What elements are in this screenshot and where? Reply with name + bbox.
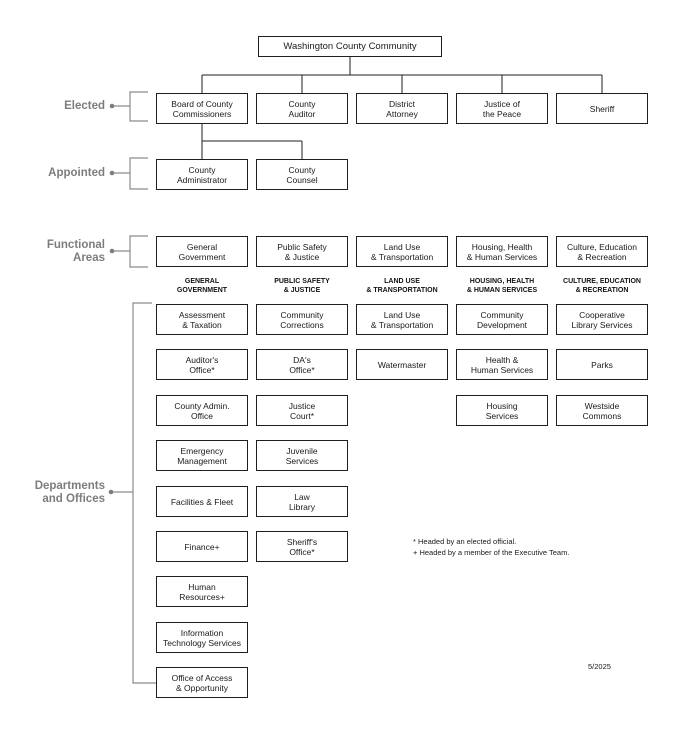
org-box-county-counsel: County Counsel: [256, 159, 348, 190]
org-box-parks: Parks: [556, 349, 648, 380]
org-box-county-administrator: County Administrator: [156, 159, 248, 190]
functional-areas-dot: [109, 248, 115, 254]
org-box-assessment-taxation: Assessment & Taxation: [156, 304, 248, 335]
footnotes: * Headed by an elected official. + Heade…: [413, 536, 569, 558]
org-box-county-auditor: County Auditor: [256, 93, 348, 124]
org-box-sheriff-s-office: Sheriff's Office*: [256, 531, 348, 562]
footnote-executive-team: + Headed by a member of the Executive Te…: [413, 548, 570, 557]
org-box-housing-health-human-services: Housing, Health & Human Services: [456, 236, 548, 267]
org-box-land-use-transportation: Land Use & Transportation: [356, 304, 448, 335]
hierarchy-lines: [201, 57, 603, 159]
footnote-elected-official: * Headed by an elected official.: [413, 537, 517, 546]
elected-dot: [109, 103, 115, 109]
org-box-juvenile-services: Juvenile Services: [256, 440, 348, 471]
section-brackets: [113, 91, 157, 684]
dept-column-header-public-safety-justice: PUBLIC SAFETY & JUSTICE: [274, 278, 330, 294]
org-box-washington-county-community: Washington County Community: [258, 36, 442, 57]
org-box-human-resources: Human Resources+: [156, 576, 248, 607]
org-box-emergency-management: Emergency Management: [156, 440, 248, 471]
org-box-general-government: General Government: [156, 236, 248, 267]
dept-column-header-land-use-transportation: LAND USE & TRANSPORTATION: [366, 278, 438, 294]
date-stamp: 5/2025: [588, 662, 611, 671]
org-box-board-of-county-commissioners: Board of County Commissioners: [156, 93, 248, 124]
section-label-departments-and-offices: Departments and Offices: [34, 480, 105, 505]
org-box-auditor-s-office: Auditor's Office*: [156, 349, 248, 380]
org-box-watermaster: Watermaster: [356, 349, 448, 380]
org-box-justice-of-the-peace: Justice of the Peace: [456, 93, 548, 124]
org-box-sheriff: Sheriff: [556, 93, 648, 124]
dept-column-header-housing-health-human-services: HOUSING, HEALTH & HUMAN SERVICES: [466, 278, 538, 294]
section-label-functional-areas: Functional Areas: [46, 239, 105, 264]
section-label-elected: Elected: [64, 100, 105, 112]
org-box-office-of-access-opportunity: Office of Access & Opportunity: [156, 667, 248, 698]
org-box-county-admin-office: County Admin. Office: [156, 395, 248, 426]
org-box-information-technology-services: Information Technology Services: [156, 622, 248, 653]
org-box-land-use-transportation: Land Use & Transportation: [356, 236, 448, 267]
org-box-community-corrections: Community Corrections: [256, 304, 348, 335]
departments-dot: [108, 489, 114, 495]
org-box-health-human-services: Health & Human Services: [456, 349, 548, 380]
org-box-facilities-fleet: Facilities & Fleet: [156, 486, 248, 517]
org-box-da-s-office: DA's Office*: [256, 349, 348, 380]
org-box-cooperative-library-services: Cooperative Library Services: [556, 304, 648, 335]
org-box-law-library: Law Library: [256, 486, 348, 517]
org-box-justice-court: Justice Court*: [256, 395, 348, 426]
org-box-housing-services: Housing Services: [456, 395, 548, 426]
dept-column-header-general-government: GENERAL GOVERNMENT: [176, 278, 228, 294]
org-box-district-attorney: District Attorney: [356, 93, 448, 124]
org-box-culture-education-recreation: Culture, Education & Recreation: [556, 236, 648, 267]
dept-column-header-culture-education-recreation: CULTURE, EDUCATION & RECREATION: [563, 278, 641, 294]
org-box-westside-commons: Westside Commons: [556, 395, 648, 426]
appointed-dot: [109, 170, 115, 176]
org-box-public-safety-justice: Public Safety & Justice: [256, 236, 348, 267]
section-label-appointed: Appointed: [48, 167, 105, 179]
org-box-finance: Finance+: [156, 531, 248, 562]
org-box-community-development: Community Development: [456, 304, 548, 335]
